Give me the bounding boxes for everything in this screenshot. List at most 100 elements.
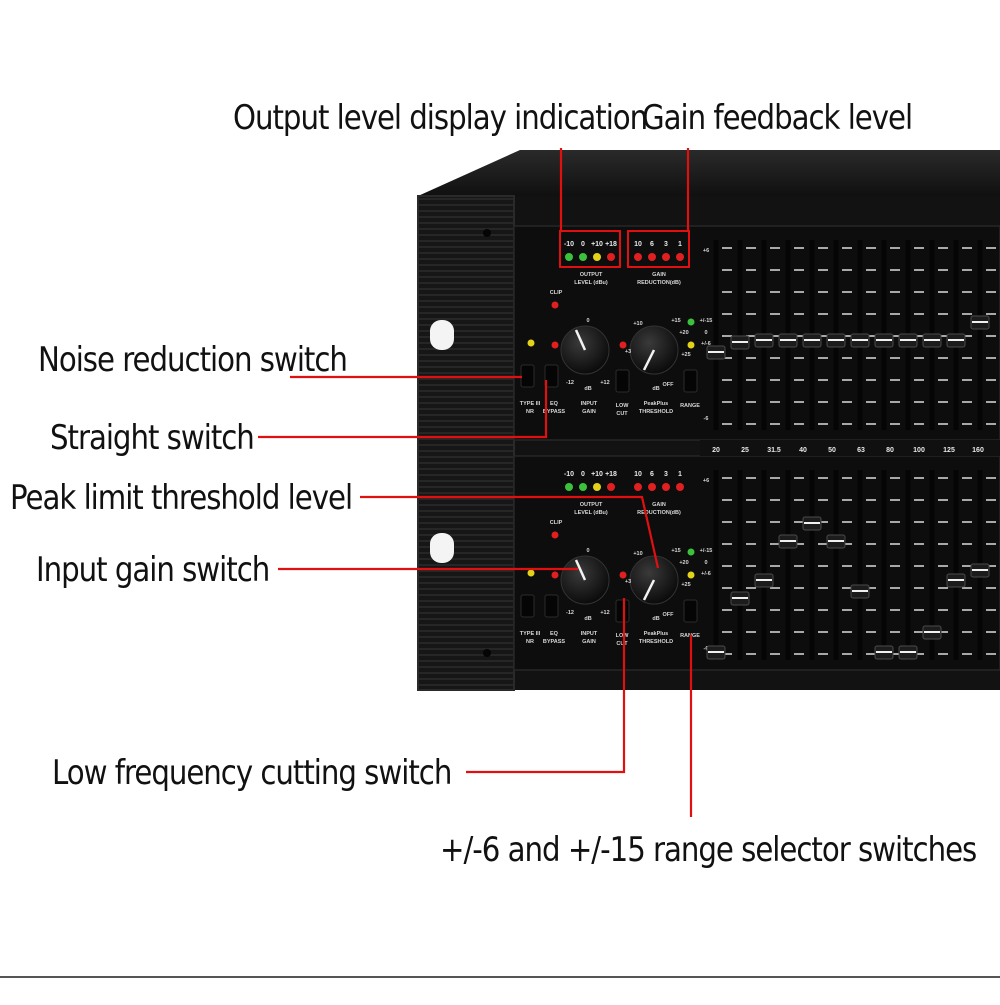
callout-noise-reduction: Noise reduction switch [38,340,348,380]
threshold-tick-3: +3 [625,579,631,585]
output-led [593,483,601,491]
type-label: TYPE III [520,401,541,407]
rack-slot-top [430,320,454,350]
gain-led [676,483,684,491]
bypass-led [551,341,559,349]
threshold-tick-3: +3 [625,349,631,355]
gain-meter-title: GAIN [652,502,666,508]
low-label: LOW [616,633,630,639]
gain-label: GAIN [582,409,596,415]
cut-label: CUT [616,641,628,647]
gain-meter-label: 3 [664,471,668,478]
rack-slot-bottom [430,533,454,563]
clip-label: CLIP [550,520,563,526]
gain-led [662,483,670,491]
rack-ear [418,196,514,690]
threshold-pointer [642,349,656,371]
output-meter-label: -10 [564,241,574,248]
output-meter-label: +10 [591,241,603,248]
gain-meter-label: 6 [650,241,654,248]
callout-input-gain: Input gain switch [36,550,270,590]
threshold-tick-25: +25 [681,352,690,358]
frequency-label-20: 20 [712,447,720,454]
peakplus-label: PeakPlus [644,401,668,407]
output-led [607,253,615,261]
range-led-15 [687,548,695,556]
gain-led [662,253,670,261]
output-meter-title: OUTPUT [580,502,603,508]
callout-straight: Straight switch [50,418,255,458]
type-label: TYPE III [520,631,541,637]
threshold-label: THRESHOLD [639,409,673,415]
gain-meter-unit: REDUCTION(dB) [637,280,681,286]
gain-meter-label: 10 [634,241,642,248]
eq-label: EQ [550,401,559,407]
gain-meter-title: GAIN [652,272,666,278]
output-led [593,253,601,261]
output-led [565,253,573,261]
frequency-label-40: 40 [799,447,807,454]
input-tick-min: -12 [566,380,574,386]
chassis-top [418,150,1000,196]
threshold-tick-unit: dB [652,616,659,622]
threshold-label: THRESHOLD [639,639,673,645]
output-meter-label: -10 [564,471,574,478]
gain-meter-highlight [627,230,690,268]
bypass-label: BYPASS [543,409,566,415]
threshold-tick-off: OFF [663,612,675,618]
range-led-6 [687,571,695,579]
nr-led [527,569,535,577]
frequency-label-50: 50 [828,447,836,454]
frequency-label-100: 100 [913,447,925,454]
threshold-tick-10: +10 [633,321,642,327]
input-label: INPUT [581,631,598,637]
output-led [607,483,615,491]
callout-output-level: Output level display indication [233,98,648,138]
gain-led [648,483,656,491]
output-meter-label: 0 [581,471,585,478]
frequency-label-31.5: 31.5 [767,447,781,454]
gain-led [648,253,656,261]
low-cut-led [619,341,627,349]
bottom-rule [0,976,1000,978]
peakplus-label: PeakPlus [644,631,668,637]
low-cut-button [615,599,630,623]
gain-led [634,483,642,491]
bypass-label: BYPASS [543,639,566,645]
input-label: INPUT [581,401,598,407]
range-button [683,369,698,393]
fader-scale-0: 0 [704,330,707,336]
threshold-tick-off: OFF [663,382,675,388]
threshold-tick-15: +15 [671,318,680,324]
fader-scale-plus6: +6 [703,478,709,484]
frequency-label-80: 80 [886,447,894,454]
fader-scale-minus6: -6 [704,646,709,652]
gain-meter-label: 1 [678,471,682,478]
range-value-6: +/-6 [701,341,711,347]
callout-peak-limit: Peak limit threshold level [10,478,353,518]
clip-led [551,531,559,539]
gain-meter-label: 6 [650,471,654,478]
output-meter-highlight [559,230,621,268]
range-value-6: +/-6 [701,571,711,577]
output-meter-label: +10 [591,471,603,478]
bypass-led [551,571,559,579]
gain-meter-label: 3 [664,241,668,248]
output-meter-title: OUTPUT [580,272,603,278]
threshold-tick-20: +20 [679,560,688,566]
threshold-tick-unit: dB [652,386,659,392]
bypass-button [544,364,559,388]
frequency-label-160: 160 [972,447,984,454]
output-led [579,483,587,491]
range-button [683,599,698,623]
range-led-15 [687,318,695,326]
threshold-pointer [642,579,656,601]
output-led [565,483,573,491]
gain-led [676,253,684,261]
frequency-label-125: 125 [943,447,955,454]
input-tick-0: 0 [586,548,589,554]
